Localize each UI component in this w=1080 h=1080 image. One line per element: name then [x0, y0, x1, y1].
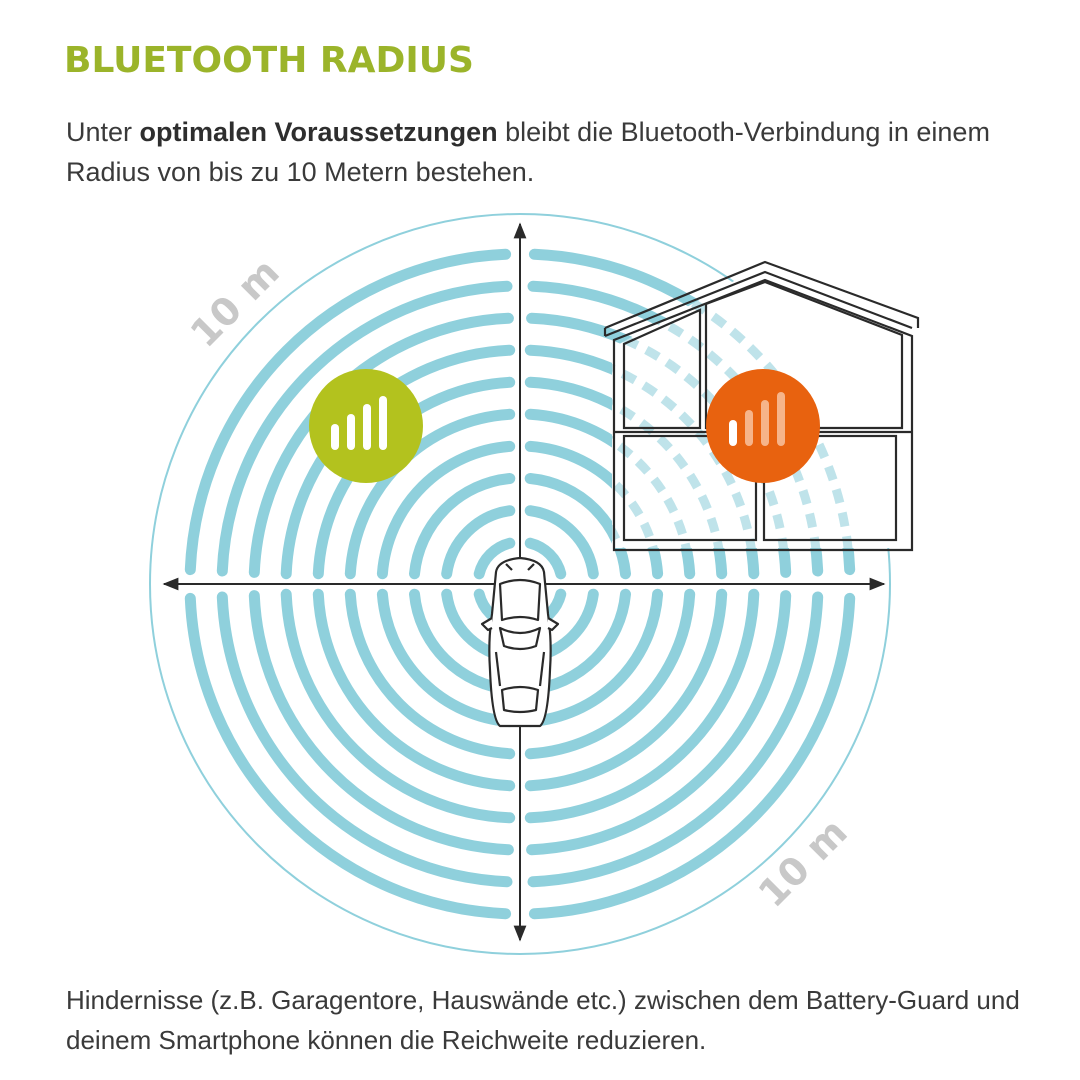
- signal-ring-arc-attenuated: [612, 264, 855, 548]
- footer-note: Hindernisse (z.B. Garagentore, Hauswände…: [66, 985, 1020, 1055]
- signal-ring-arc: [441, 505, 516, 580]
- signal-ring-arc: [524, 588, 760, 824]
- radius-label-top: 10 m: [182, 250, 288, 356]
- signal-weak-icon: [706, 369, 820, 483]
- signal-ring-arc: [524, 588, 728, 792]
- signal-ring-arc: [248, 590, 514, 856]
- signal-ring-arc-attenuated: [612, 313, 791, 548]
- signal-ring-arc: [524, 588, 696, 760]
- signal-ring-arc: [524, 537, 567, 580]
- intro-bold: optimalen Voraussetzungen: [139, 117, 498, 147]
- signal-ring-arc: [184, 248, 512, 576]
- signal-ring-arc: [409, 473, 516, 580]
- radius-label-bottom: 10 m: [750, 810, 856, 916]
- signal-ring-arc: [526, 590, 792, 856]
- signal-ring-arc: [344, 588, 516, 760]
- signal-ring-arc-attenuated: [612, 281, 823, 548]
- intro-post: bleibt die Bluetooth-Verbindung in einem…: [66, 117, 990, 187]
- car-icon: [480, 556, 560, 728]
- signal-ring-arc: [524, 505, 599, 580]
- signal-ring-arc-attenuated: [612, 409, 695, 548]
- signal-ring-arc: [184, 592, 512, 920]
- signal-ring-arc: [216, 280, 513, 577]
- signal-ring-arc-attenuated: [612, 441, 663, 548]
- signal-ring-arc-attenuated: [612, 345, 759, 548]
- signal-ring-arc: [524, 588, 664, 728]
- signal-ring-arc: [376, 588, 516, 728]
- signal-ring-arc: [524, 473, 631, 580]
- signal-ring-arc: [312, 588, 516, 792]
- signal-rings-attenuated: [612, 264, 855, 548]
- signal-ring-arc: [216, 591, 513, 888]
- range-circle: [149, 213, 891, 955]
- signal-ring-arc: [473, 537, 516, 580]
- house-icon: [603, 260, 920, 552]
- signal-ring-arc: [528, 592, 856, 920]
- signal-ring-arc: [280, 588, 516, 824]
- intro-text: Unter optimalen Voraussetzungen bleibt d…: [66, 112, 1026, 192]
- signal-ring-arc: [527, 591, 824, 888]
- intro-pre: Unter: [66, 117, 140, 147]
- page-title: BLUETOOTH RADIUS: [64, 40, 474, 81]
- signal-strong-icon: [309, 369, 423, 483]
- bluetooth-radius-diagram: 10 m 10 m: [149, 213, 920, 955]
- signal-ring-arc-attenuated: [612, 377, 727, 548]
- signal-ring-arc: [376, 440, 516, 580]
